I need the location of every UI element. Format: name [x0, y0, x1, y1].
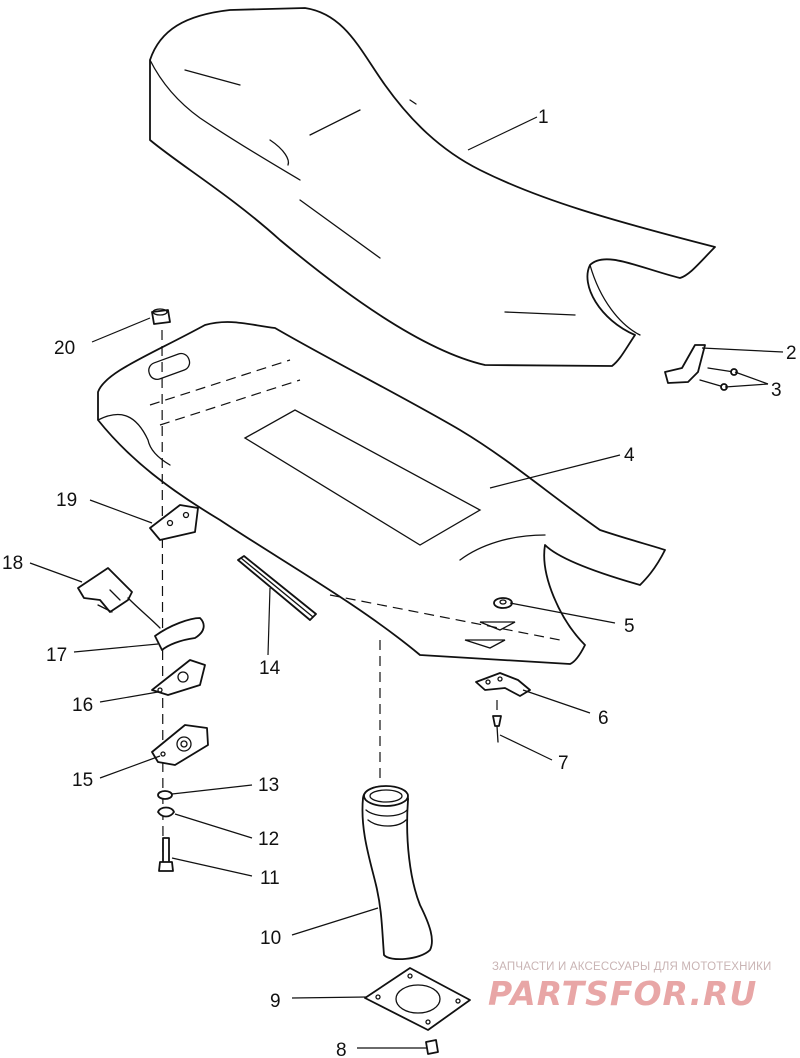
callout-12: 12	[258, 829, 279, 850]
callout-20: 20	[54, 338, 75, 359]
watermark-logo: PARTSFOR.RU	[488, 974, 758, 1013]
callout-9: 9	[270, 991, 281, 1012]
callout-5: 5	[624, 616, 635, 637]
callout-14: 14	[259, 658, 281, 679]
left-bracket-top	[149, 504, 199, 541]
callout-6: 6	[598, 708, 609, 729]
flange-plate	[364, 967, 471, 1031]
callout-2: 2	[786, 343, 797, 364]
bottom-nut	[425, 1039, 439, 1055]
seat-cover	[149, 7, 716, 367]
callout-15: 15	[72, 770, 93, 791]
callout-8: 8	[336, 1040, 347, 1058]
hinge-clip	[77, 567, 133, 613]
seat-base	[97, 321, 666, 665]
callout-1: 1	[538, 107, 549, 128]
filler-tube	[361, 785, 433, 961]
bolt	[158, 837, 174, 872]
callout-18: 18	[2, 553, 23, 574]
mount-plate	[151, 659, 206, 696]
washer	[157, 790, 173, 800]
strap-bracket	[475, 672, 531, 697]
rivet	[492, 715, 502, 743]
seat-strap	[127, 597, 205, 651]
callout-17: 17	[46, 645, 67, 666]
callout-3: 3	[771, 380, 782, 401]
grommet	[493, 597, 513, 609]
callout-19: 19	[56, 490, 77, 511]
seat-bracket	[664, 344, 706, 384]
watermark-tagline: ЗАПЧАСТИ И АКСЕССУАРЫ ДЛЯ МОТОТЕХНИКИ	[492, 961, 772, 973]
weather-strip	[237, 555, 317, 621]
callout-11: 11	[260, 868, 280, 889]
retaining-clip	[157, 806, 175, 818]
callout-4: 4	[624, 445, 635, 466]
latch-base	[151, 724, 209, 766]
top-nut	[151, 308, 171, 325]
callout-7: 7	[558, 753, 569, 774]
left-assembly-axis	[161, 329, 164, 861]
leader-lines	[29, 116, 784, 1049]
callout-13: 13	[258, 775, 279, 796]
callout-16: 16	[72, 695, 93, 716]
callout-10: 10	[260, 928, 281, 949]
